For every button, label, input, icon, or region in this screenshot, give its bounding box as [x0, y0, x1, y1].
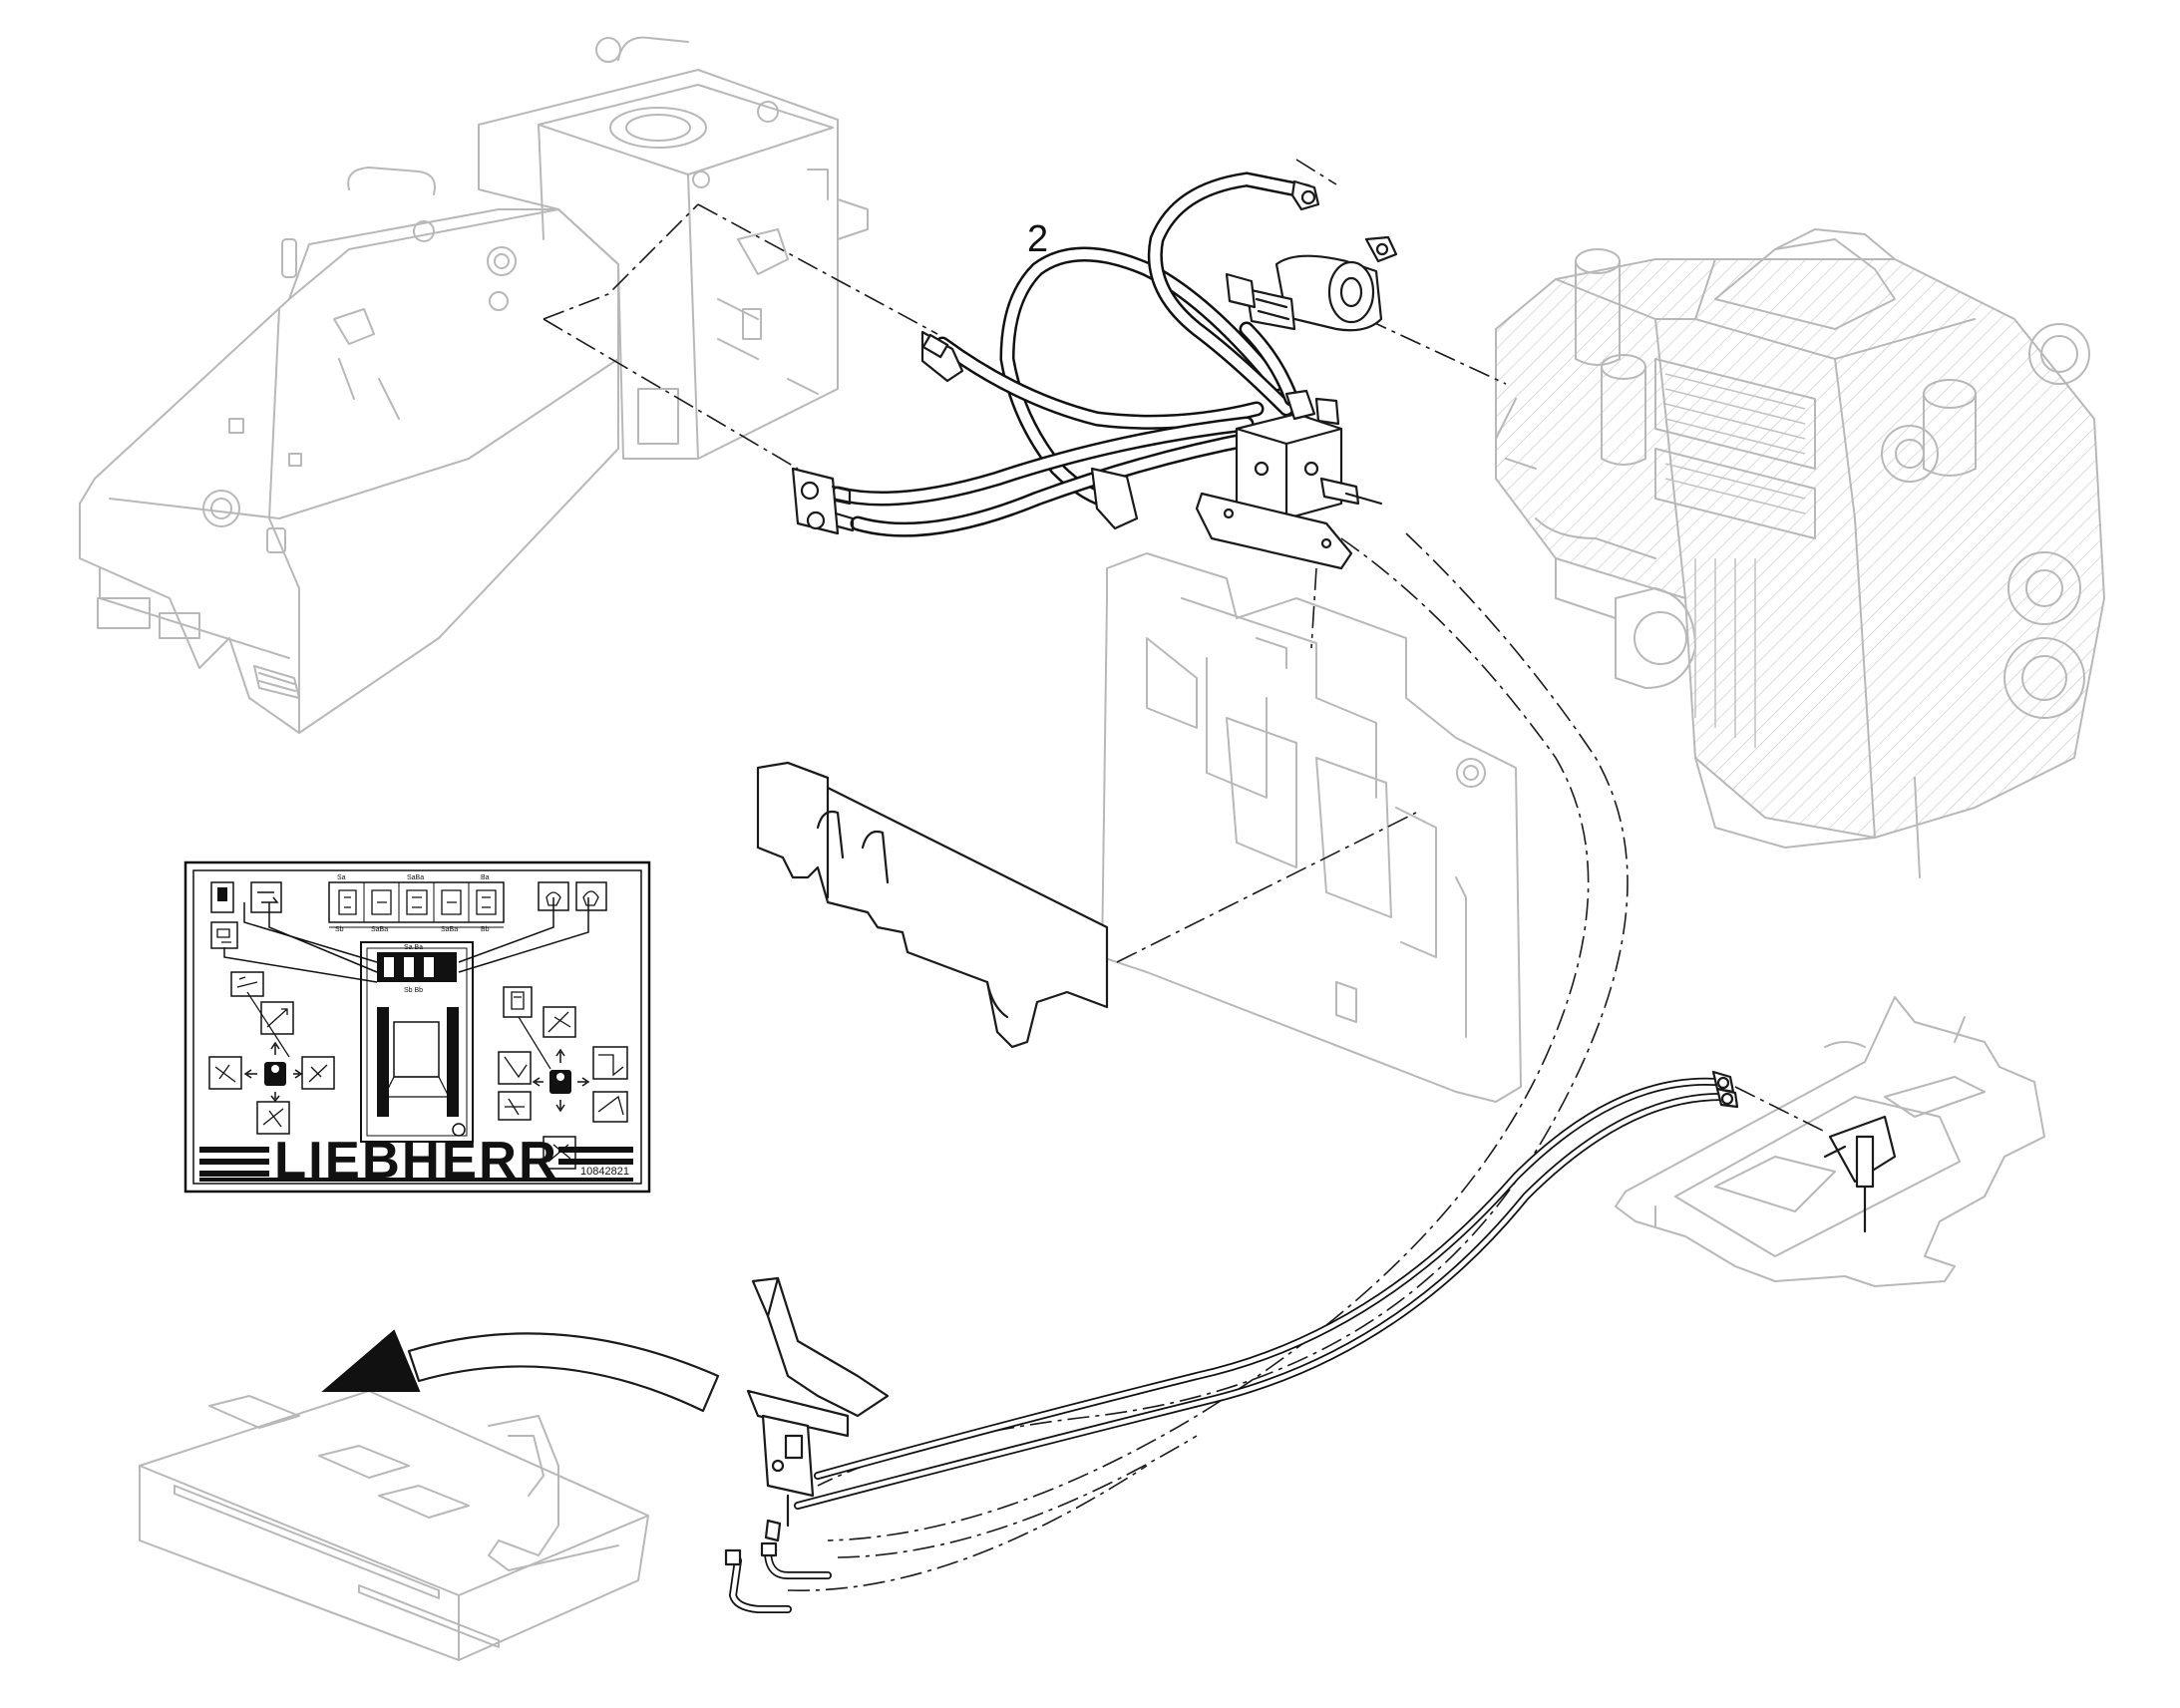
floor-plate-ghost — [1615, 996, 2045, 1287]
pattern-label-bb: Bb — [481, 926, 490, 933]
cab-label-top: Sa Ba — [404, 944, 423, 951]
pump-module — [1225, 235, 1398, 332]
cab-outline: Sa Ba Sb Bb — [360, 941, 474, 1143]
control-pattern-decal: Sa SaBa Ba Sb SaBa SaBa Bb Sa Ba Sb Bb — [183, 860, 651, 1194]
control-valve-block — [1195, 389, 1383, 570]
pattern-label-sb: Sb — [335, 926, 344, 933]
hydraulic-hose-assembly — [830, 171, 1320, 537]
machine-chassis-ghost — [79, 167, 619, 734]
decal-icon-top-right — [538, 881, 607, 911]
pedal-supply-hoses — [794, 1070, 1739, 1510]
decal-part-number: 10842821 — [580, 1166, 629, 1178]
assembly-center-lines — [543, 159, 1826, 1591]
pattern-label-saba-3: SaBa — [441, 926, 458, 933]
pattern-label-saba: SaBa — [407, 874, 424, 881]
foot-pedal-valve — [724, 1276, 890, 1613]
pattern-label-saba-2: SaBa — [371, 926, 388, 933]
pattern-selector-strip: Sa SaBa Ba Sb SaBa SaBa Bb — [328, 874, 505, 933]
floor-pilot-valve — [1823, 1115, 1897, 1233]
hydraulic-tank-ghost — [478, 36, 869, 460]
callout-number-2: 2 — [1027, 218, 1048, 260]
mounting-bracket-ghost — [1101, 552, 1522, 1103]
cab-label-bottom: Sb Bb — [404, 987, 423, 994]
direction-arrow — [321, 1329, 720, 1413]
bulkhead-connector — [791, 467, 855, 535]
pattern-label-sa: Sa — [337, 874, 346, 881]
left-joystick-pattern — [208, 971, 335, 1135]
right-joystick-pattern — [498, 986, 628, 1170]
cover-plate — [756, 761, 1109, 1049]
decal-icon-top-left — [210, 881, 282, 949]
brand-logo-text: LIEBHERR — [274, 1132, 558, 1190]
pattern-label-ba: Ba — [481, 874, 490, 881]
decal-brand-band: LIEBHERR 10842821 — [199, 1132, 633, 1190]
operator-console-ghost — [139, 1390, 649, 1661]
diesel-engine — [1495, 228, 2105, 878]
